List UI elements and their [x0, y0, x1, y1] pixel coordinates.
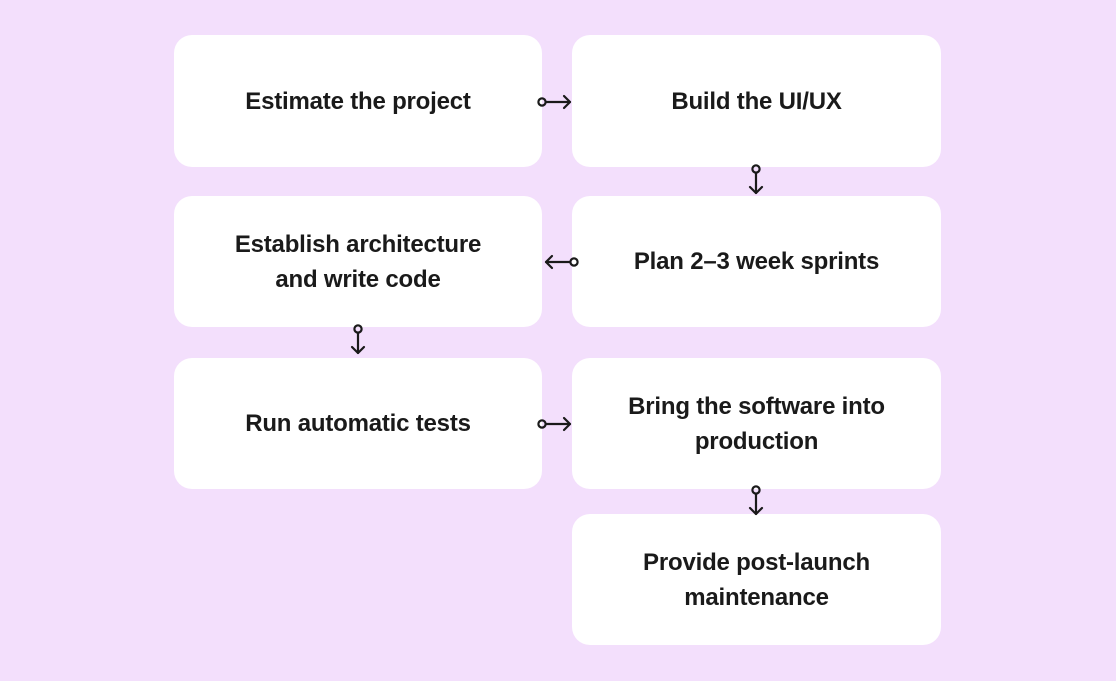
step-post-launch-maintenance: Provide post-launch maintenance	[572, 514, 941, 645]
arrow-left-icon	[544, 254, 579, 270]
step-establish-architecture: Establish architecture and write code	[174, 196, 542, 327]
step-bring-into-production: Bring the software into production	[572, 358, 941, 489]
arrow-down-icon	[748, 164, 764, 195]
step-label: Estimate the project	[245, 87, 471, 115]
arrow-down-icon	[748, 485, 764, 516]
arrow-right-icon	[537, 94, 572, 110]
step-run-automatic-tests: Run automatic tests	[174, 358, 542, 489]
step-label: Run automatic tests	[245, 410, 471, 437]
step-label: Plan 2–3 week sprints	[633, 248, 880, 275]
step-build-the-ui-ux: Build the UI/UX	[572, 35, 941, 167]
arrow-right-icon	[537, 416, 572, 432]
step-label: Bring the software into production	[628, 392, 885, 455]
step-label: Build the UI/UX	[671, 87, 842, 115]
step-estimate-the-project: Estimate the project	[174, 35, 542, 167]
step-label: Provide post-launch maintenance	[643, 548, 870, 611]
step-plan-sprints: Plan 2–3 week sprints	[572, 196, 941, 327]
arrow-down-icon	[350, 324, 366, 355]
step-label: Establish architecture and write code	[234, 230, 482, 293]
